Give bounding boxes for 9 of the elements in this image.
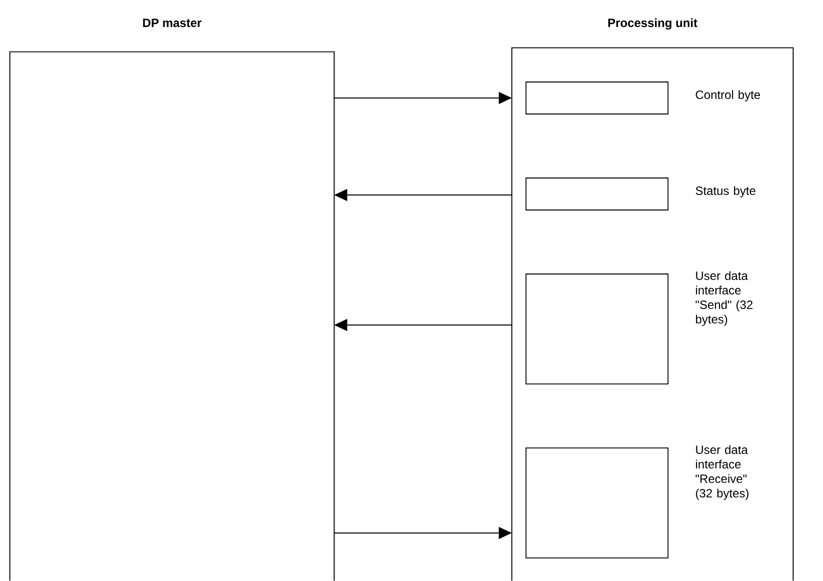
register-box: [526, 274, 668, 384]
register-label: User data interface "Send" (32 bytes): [696, 271, 752, 326]
register-box: [526, 178, 668, 210]
unit-box: DP master: [9, 18, 335, 581]
register-label: User data interface "Receive" (32 bytes): [696, 445, 748, 500]
register-label: Status byte: [696, 186, 756, 198]
register-box: [526, 448, 668, 558]
register-box: [526, 82, 668, 114]
register-label: Control byte: [696, 90, 760, 102]
